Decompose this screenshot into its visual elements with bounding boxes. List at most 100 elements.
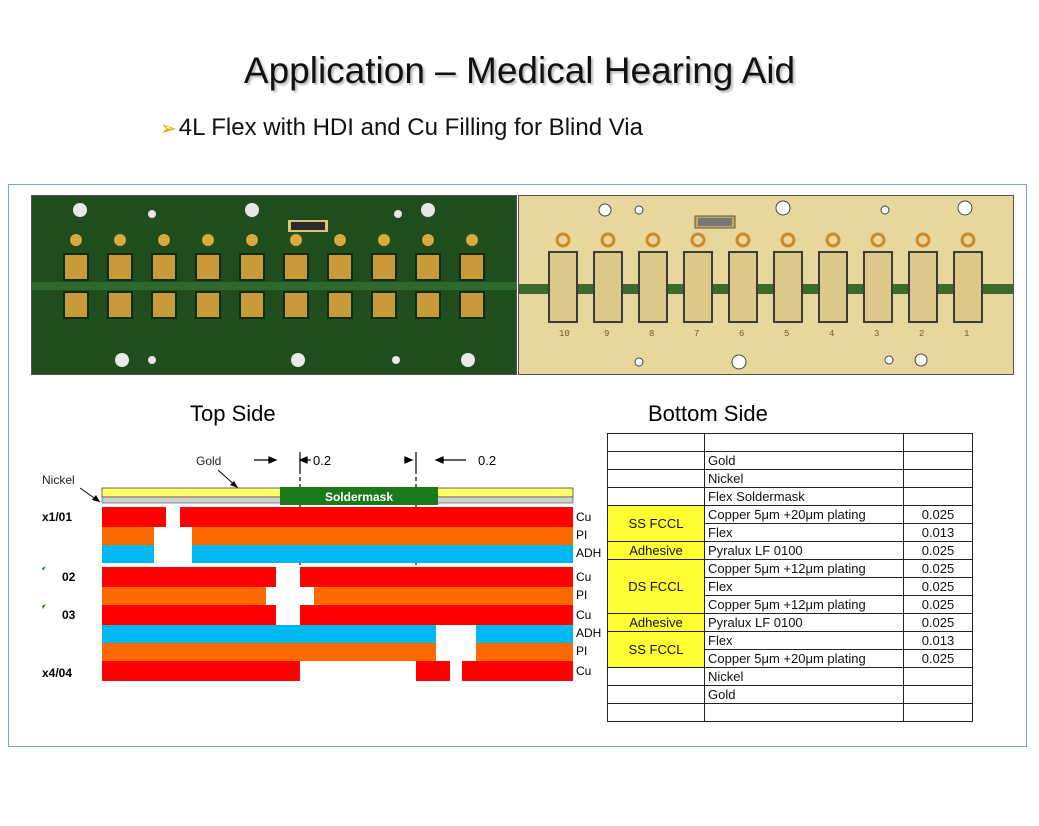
page-title: Application – Medical Hearing Aid [243,50,796,91]
pad-ring [825,232,841,248]
group-cell [607,667,705,686]
material-cell: Flex [704,523,904,542]
gold-label: Gold [196,454,221,468]
component-footprint [415,253,441,281]
group-cell [607,451,705,470]
thickness-cell [903,433,973,452]
nickel-label: Nickel [42,473,75,487]
tooling-hole [884,355,894,365]
pad-ring [690,232,706,248]
tooling-hole [394,210,402,218]
component-footprint [327,253,353,281]
tooling-hole [392,356,400,364]
pad [290,234,302,246]
via-clearance [436,625,450,661]
panel-position-number: 10 [559,329,570,339]
thickness-cell: 0.013 [903,523,973,542]
component-footprint [239,291,265,319]
tooling-hole [115,353,129,367]
buried-via [276,567,300,625]
pad-ring [960,232,976,248]
dimension-right-label: 0.2 [478,453,496,468]
tooling-hole [914,353,928,367]
pad-ring [555,232,571,248]
table-row [607,433,973,452]
stack-layer [102,605,573,625]
tooling-hole [634,357,644,367]
panel-position-number: 2 [919,329,924,339]
pad [334,234,346,246]
tooling-hole [880,205,890,215]
material-cell: Gold [704,685,904,704]
tooling-hole [634,205,644,215]
group-cell: Adhesive [607,541,705,560]
group-cell: Adhesive [607,613,705,632]
component-footprint [107,291,133,319]
component-footprint [908,251,938,323]
table-row [607,703,973,722]
component-footprint [548,251,578,323]
component-footprint [283,253,309,281]
thickness-cell [903,469,973,488]
thickness-cell [903,487,973,506]
blind-via [450,625,462,681]
component-footprint [863,251,893,323]
panel-position-number: 8 [649,329,654,339]
panel-position-number: 3 [874,329,879,339]
tooling-hole [461,353,475,367]
thickness-cell: 0.025 [903,559,973,578]
component-footprint [773,251,803,323]
pad-ring [735,232,751,248]
table-row: Nickel [607,469,973,488]
subtitle-text: 4L Flex with HDI and Cu Filling for Blin… [178,114,643,141]
material-label: PI [576,644,587,658]
pad [202,234,214,246]
table-row: Flex Soldermask [607,487,973,506]
group-cell [607,685,705,704]
group-cell [607,487,705,506]
component-footprint [283,291,309,319]
copper-opening [300,661,416,683]
component-footprint [638,251,668,323]
content-frame [8,184,1027,747]
thickness-cell: 0.025 [903,649,973,668]
thickness-cell: 0.025 [903,595,973,614]
component-footprint [459,253,485,281]
component-footprint [728,251,758,323]
stack-layer [102,643,573,661]
pad [466,234,478,246]
panel-position-number: 9 [604,329,609,339]
component-footprint [107,253,133,281]
layer-number-label: x1/01 [42,510,72,524]
tooling-hole [731,354,747,370]
component-footprint [63,291,89,319]
tooling-hole [73,203,87,217]
panel-position-number: 6 [739,329,744,339]
top-side-panel-image [32,196,516,374]
panel-position-number: 4 [829,329,834,339]
pad [70,234,82,246]
material-label: ADH [576,546,601,560]
material-cell [704,433,904,452]
component-footprint [371,291,397,319]
dimension-left-label: 0.2 [313,453,331,468]
marker-icon [42,566,46,571]
component-footprint [953,251,983,323]
thickness-cell: 0.025 [903,577,973,596]
group-cell [607,703,705,722]
thickness-cell [903,703,973,722]
pad [422,234,434,246]
panel-position-number: 5 [784,329,789,339]
group-cell: DS FCCL [607,559,705,614]
tooling-hole [245,203,259,217]
component-footprint [593,251,623,323]
component-footprint [63,253,89,281]
component-footprint [683,251,713,323]
bottom-side-label: Bottom Side [648,401,768,426]
